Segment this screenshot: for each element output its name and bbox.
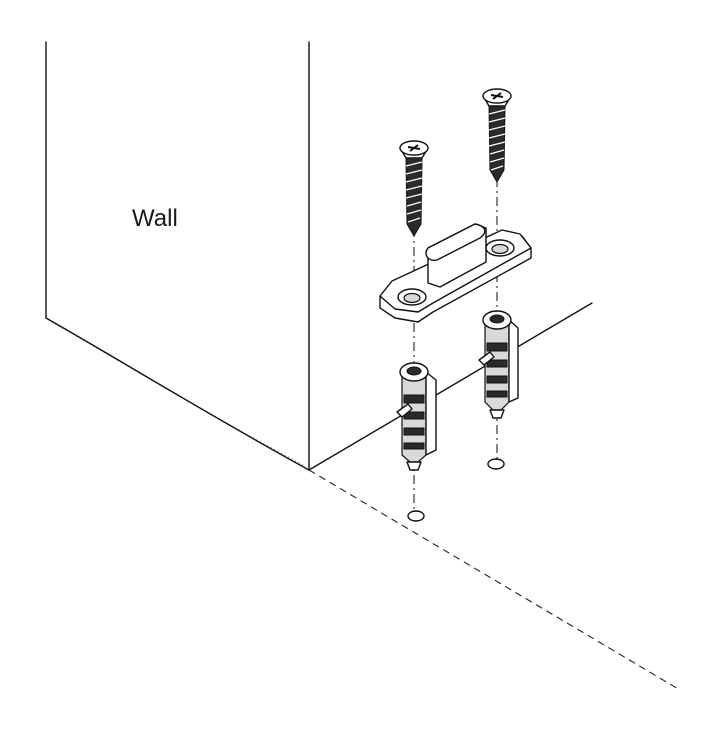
wall: Wall <box>45 41 310 471</box>
wall-plug-right <box>478 310 519 419</box>
screw-right <box>482 88 512 183</box>
wall-plug-left <box>396 362 437 471</box>
floor <box>308 302 681 691</box>
drill-hole-right <box>487 458 505 470</box>
drill-hole-left <box>407 510 425 522</box>
screw-left <box>399 140 429 237</box>
wall-label: Wall <box>132 205 178 232</box>
door-stop-plate <box>379 223 532 323</box>
